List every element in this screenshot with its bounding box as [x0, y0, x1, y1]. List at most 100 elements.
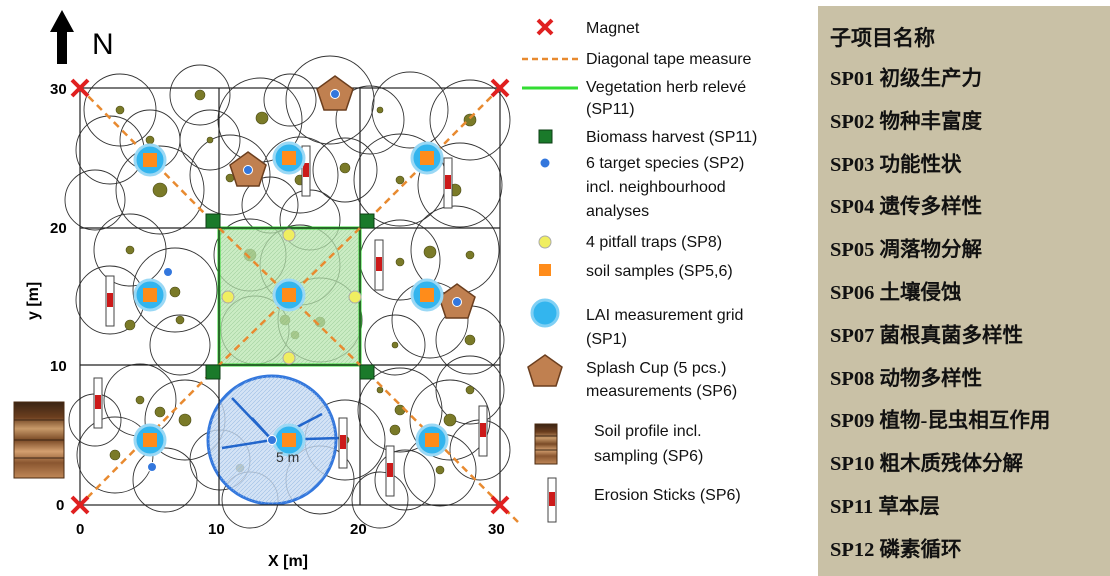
- erosion-stick: [93, 377, 103, 429]
- tree-trunk: [463, 113, 477, 127]
- erosion-stick: [301, 145, 311, 197]
- biomass-harvest-markers: [205, 213, 375, 380]
- subproject-item: SP03 功能性状: [830, 153, 962, 176]
- pitfall-icon: [538, 235, 552, 249]
- pitfall-trap-markers: [221, 228, 362, 365]
- y-axis-label: y [m]: [25, 282, 42, 320]
- legend-label: analyses: [586, 203, 649, 220]
- tree-canopy: [374, 449, 436, 511]
- subproject-item: SP06 土壤侵蚀: [830, 281, 962, 304]
- tree-trunk: [464, 334, 476, 346]
- biomass-icon: [538, 129, 553, 144]
- erosion-stick-markers: [93, 145, 488, 497]
- lai-soil-marker: [415, 423, 449, 457]
- soil-profile-icon: [534, 423, 558, 465]
- tree-trunk: [465, 250, 475, 260]
- legend: Magnet Diagonal tape measure Vegetation …: [522, 18, 757, 523]
- legend-label: Vegetation herb relevé: [586, 79, 746, 96]
- tree-canopy: [132, 447, 198, 513]
- erosion-stick: [105, 275, 115, 327]
- legend-label: Soil profile incl.: [594, 423, 702, 440]
- lai-soil-markers: [133, 141, 449, 457]
- tree-canopy: [189, 134, 271, 216]
- subproject-item: SP02 物种丰富度: [830, 110, 983, 133]
- plot-design-diagram: N: [13, 10, 757, 570]
- tree-trunk: [124, 319, 136, 331]
- lai-soil-marker: [133, 143, 167, 177]
- tree-trunk: [389, 424, 401, 436]
- lai-soil-marker: [133, 423, 167, 457]
- legend-label: Diagonal tape measure: [586, 51, 752, 68]
- magnet-icon: [536, 18, 554, 36]
- tree-trunk: [255, 111, 269, 125]
- lai-soil-marker: [272, 423, 306, 457]
- tree-canopy: [409, 379, 491, 461]
- north-label: N: [92, 28, 114, 61]
- lai-icon: [530, 298, 560, 328]
- legend-label: 4 pitfall traps (SP8): [586, 234, 722, 251]
- x-tick: 10: [208, 521, 225, 538]
- erosion-stick: [443, 157, 453, 209]
- erosion-stick: [478, 405, 488, 457]
- soil-profile-marker: [13, 401, 65, 479]
- legend-label: soil samples (SP5,6): [586, 263, 733, 280]
- splash-cup-icon: [527, 354, 563, 387]
- x-tick: 20: [350, 521, 367, 538]
- erosion-stick: [338, 417, 348, 469]
- tree-trunk: [175, 315, 185, 325]
- y-tick: 10: [50, 358, 67, 375]
- subproject-item: SP09 植物-昆虫相互作用: [830, 410, 1051, 433]
- tree-canopy: [351, 471, 409, 529]
- legend-label: sampling (SP6): [594, 448, 703, 465]
- tree-canopy: [285, 55, 375, 145]
- subproject-item: SP11 草本层: [830, 495, 940, 518]
- tree-canopy: [83, 73, 157, 147]
- legend-label: Magnet: [586, 20, 640, 37]
- tree-canopy: [115, 145, 205, 235]
- tree-trunk: [194, 89, 206, 101]
- tree-canopy: [371, 71, 449, 149]
- tree-canopy: [169, 64, 231, 126]
- tree-trunk: [395, 175, 405, 185]
- subproject-item: SP01 初级生产力: [830, 68, 983, 90]
- target-species-icon: [539, 157, 551, 169]
- tree-trunk: [135, 395, 145, 405]
- tree-trunk: [435, 465, 445, 475]
- tree-trunk: [152, 182, 168, 198]
- tree-trunk: [423, 245, 437, 259]
- legend-label: incl. neighbourhood: [586, 179, 726, 196]
- north-arrow-icon: [50, 10, 74, 64]
- subproject-item: SP12 磷素循环: [830, 538, 962, 561]
- tree-canopy: [263, 73, 317, 127]
- magnet-markers: [70, 78, 510, 515]
- tree-canopy: [312, 137, 378, 203]
- tree-trunk: [376, 386, 384, 394]
- subproject-item: SP07 菌根真菌多样性: [830, 324, 1024, 347]
- tree-trunk: [125, 245, 135, 255]
- tree-canopy: [149, 314, 211, 376]
- erosion-stick: [385, 445, 395, 497]
- erosion-stick: [374, 239, 384, 291]
- legend-label: Biomass harvest (SP11): [586, 129, 757, 146]
- subproject-panel-title: 子项目名称: [830, 26, 935, 50]
- soil-sample-icon: [539, 264, 551, 276]
- legend-label: 6 target species (SP2): [586, 155, 744, 172]
- tree-trunk: [443, 413, 457, 427]
- tree-canopy: [132, 247, 218, 333]
- tree-trunk: [154, 406, 166, 418]
- y-tick: 30: [50, 81, 67, 98]
- target-species-markers: [147, 89, 462, 472]
- tree-trunk: [109, 449, 121, 461]
- x-tick: 0: [76, 521, 84, 538]
- tree-trunk: [145, 135, 155, 145]
- tree-canopy: [435, 355, 505, 425]
- legend-label: (SP1): [586, 331, 627, 348]
- tree-trunk: [465, 385, 475, 395]
- tree-trunk: [206, 136, 214, 144]
- lai-soil-marker: [133, 278, 167, 312]
- legend-label: Splash Cup (5 pcs.): [586, 360, 727, 377]
- lai-radius-label: 5 m: [276, 449, 299, 465]
- tree-canopy: [429, 79, 511, 161]
- legend-label: Erosion Sticks (SP6): [594, 487, 741, 504]
- subproject-item: SP04 遗传多样性: [830, 196, 983, 219]
